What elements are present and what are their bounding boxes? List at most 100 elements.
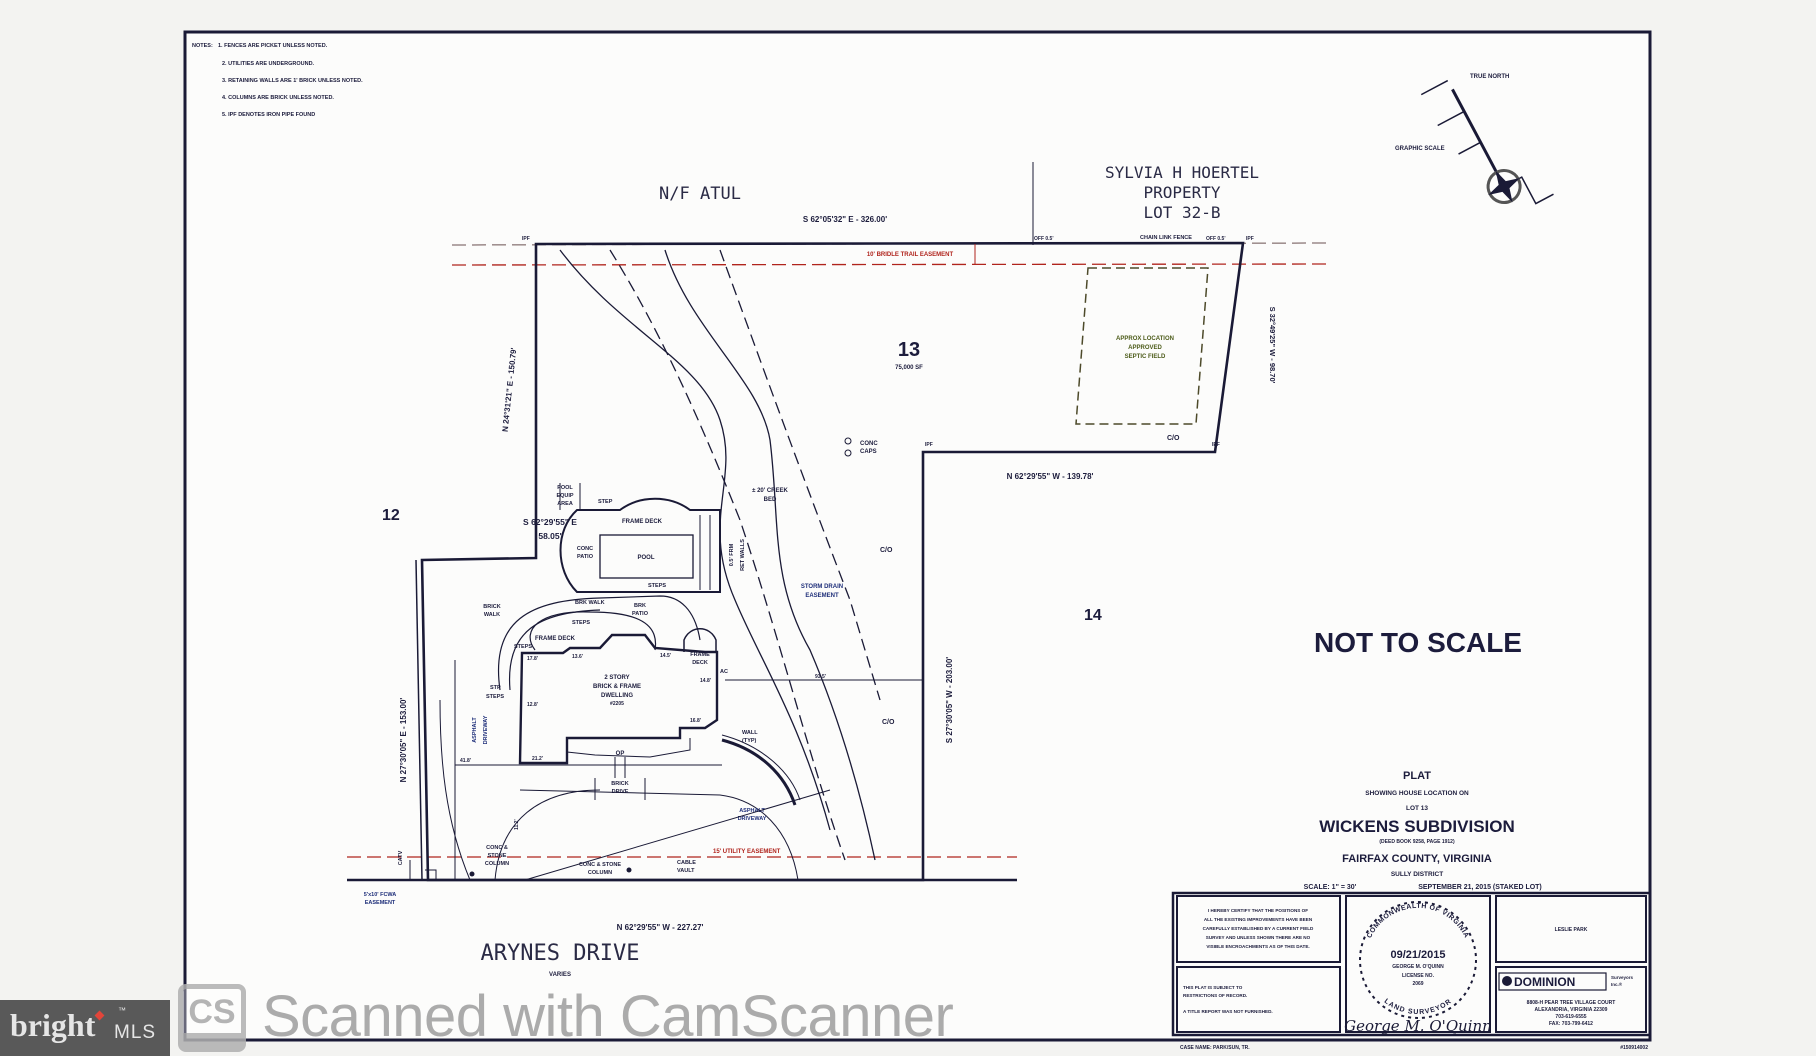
dwelling-label: DWELLING [601,693,633,699]
title-district: SULLY DISTRICT [1391,871,1443,878]
title-subdivision: WICKENS SUBDIVISION [1319,817,1515,836]
frame-deck-label: FRAME DECK [535,636,576,642]
dimension: 17.8' [527,656,538,662]
restrictions-text: RESTRICTIONS OF RECORD. [1183,993,1247,998]
graphic-scale-label: GRAPHIC SCALE [1395,146,1445,152]
title-plat: PLAT [1403,770,1431,782]
dimension: 16.8' [690,718,701,724]
lot-area: 75,000 SF [895,365,923,371]
dimension: 93.5' [815,674,826,680]
ret-walls-label: 0.5' FRM [729,543,735,566]
frame-deck-label: DECK [692,660,708,666]
bearing-east-upper: S 32°49'25" W - 98.70' [1268,307,1277,384]
bridle-trail-easement-label: 10' BRIDLE TRAIL EASEMENT [867,252,954,258]
dimension: 11.2' [514,819,520,830]
wall-label: (TYP) [742,738,757,744]
conc-caps-label: CONC [860,441,878,447]
adjoiner-northeast-line2: PROPERTY [1143,183,1220,202]
column-label: COLUMN [588,870,612,876]
steps-label: STEPS [514,644,532,650]
wall-label: WALL [742,730,758,736]
septic-label: SEPTIC FIELD [1125,354,1166,360]
surveyor-address: ALEXANDRIA, VIRGINIA 22309 [1535,1007,1608,1013]
dimension: 21.2' [532,756,543,762]
seal-license-no: 2069 [1412,981,1423,987]
dimension: 14.8' [700,678,711,684]
camscanner-logo-icon: CS [178,984,246,1052]
brk-patio-label: PATIO [632,611,649,617]
lot-number: 13 [898,339,920,361]
column-label: CONC & STONE [579,862,621,868]
note-item: 3. RETAINING WALLS ARE 1' BRICK UNLESS N… [222,78,363,84]
dimension: 13.6' [572,654,583,660]
cable-vault-label: VAULT [677,868,695,874]
steps-label: STEPS [486,694,504,700]
creek-label: ± 20' CREEK [752,488,788,494]
septic-label: APPROVED [1128,345,1162,351]
adjoiner-lot-14: 14 [1084,607,1102,624]
brick-walk-label: WALK [484,612,500,618]
bright-star-icon [94,1010,105,1021]
dwelling-label: #2205 [610,701,624,707]
ac-label: AC [720,669,728,675]
cleanout-label: C/O [1167,435,1180,442]
dominion-logo: DOMINION Surveyors Inc.® [1498,972,1634,991]
distance-west-jog: 58.05' [538,531,561,541]
op-label: OP [616,751,625,757]
title-county: FAIRFAX COUNTY, VIRGINIA [1342,853,1492,865]
note-item: 4. COLUMNS ARE BRICK UNLESS NOTED. [222,95,334,101]
bearing-west-jog: S 62°29'55" E [523,517,577,527]
column-label: COLUMN [485,861,509,867]
fcwa-easement-label: EASEMENT [365,900,396,906]
cleanout-label: C/O [882,719,895,726]
dwelling-label: BRICK & FRAME [593,684,641,690]
brick-walk-label: BRICK [483,604,500,610]
conc-caps-label: CAPS [860,449,877,455]
asphalt-driveway-label: DRIVEWAY [738,816,767,822]
street-rw: VARIES [549,972,571,978]
dimension: 41.8' [460,758,471,764]
chain-link-fence-label: CHAIN LINK FENCE [1140,235,1192,241]
bright-mls-suffix: MLS [114,1022,157,1043]
title-lot: LOT 13 [1406,805,1428,812]
dimension: 14.5' [660,653,671,659]
notes-heading: NOTES: [192,43,213,49]
fcwa-easement-label: 5'x10' FCWA [364,892,397,898]
brick-drive-label: BRICK [611,781,628,787]
pool-area: POOL EQUIP AREA STEP FRAME DECK CONC PAT… [556,483,746,593]
brk-patio-label: BRK [634,603,646,609]
frame-deck-label: FRAME DECK [622,519,663,525]
frame-deck-label: FRAME [690,652,710,658]
offset-label: OFF 0.5' [1206,236,1226,242]
storm-drain-easement-label: STORM DRAIN [801,584,843,590]
title-date: SEPTEMBER 21, 2015 (STAKED LOT) [1418,884,1542,891]
title-deed: (DEED BOOK 9258, PAGE 1912) [1379,839,1455,845]
case-name: CASE NAME: PARK/SUN, TR. [1180,1045,1250,1051]
adjoiner-northeast-line3: LOT 32-B [1143,203,1220,222]
surveyor-address: 703-619-6555 [1555,1014,1586,1020]
dominion-logo-suffix: Surveyors [1611,975,1634,980]
cable-vault-label: CABLE [677,860,696,866]
client-name: LESLIE PARK [1555,927,1588,933]
restrictions-text: THIS PLAT IS SUBJECT TO [1183,985,1243,990]
utility-easement-label: 15' UTILITY EASEMENT [713,849,781,855]
asphalt-driveway-label: ASPHALT [739,808,765,814]
street-name: ARYNES DRIVE [481,941,640,966]
adjoiner-lot-12: 12 [382,507,400,524]
steps-label: STEPS [648,583,666,589]
bearing-north-line: S 62°05'32" E - 326.00' [803,215,887,224]
seal-name: GEORGE M. O'QUINN [1392,964,1444,970]
septic-label: APPROX LOCATION [1116,336,1174,342]
steps-label: STEPS [572,620,590,626]
adjoiner-north: N/F ATUL [659,184,741,204]
creek-label: BED [764,497,777,503]
surveyor-signature: George M. O'Quinn [1344,1017,1492,1035]
conc-patio-label: CONC [577,546,593,552]
pool-label: POOL [637,555,654,561]
bearing-south-line: N 62°29'55" W - 227.27' [617,923,704,932]
not-to-scale-label: NOT TO SCALE [1314,627,1522,658]
pool-equip-label: AREA [557,501,573,507]
ipf-label: IPF [522,236,530,242]
certification-text: CAREFULLY ESTABLISHED BY A CURRENT FIELD [1203,926,1314,931]
